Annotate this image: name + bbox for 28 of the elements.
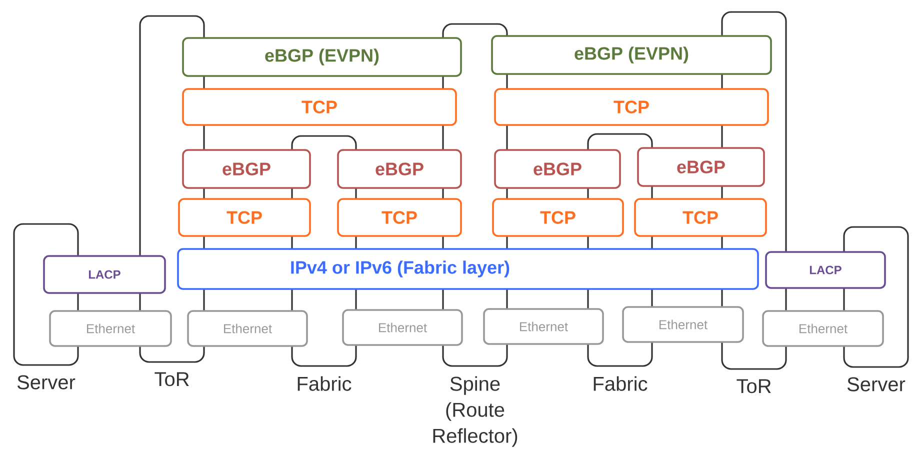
protocol-box: Ethernet <box>483 308 604 345</box>
protocol-box: TCP <box>178 198 311 237</box>
protocol-box: Ethernet <box>762 310 884 347</box>
device-label: Server <box>17 375 76 390</box>
protocol-box: TCP <box>182 88 457 126</box>
protocol-box: eBGP <box>182 149 311 189</box>
protocol-box: TCP <box>492 198 624 237</box>
device-label: Spine (Route Reflector) <box>433 376 518 447</box>
protocol-box: eBGP <box>337 149 462 189</box>
protocol-box: eBGP <box>494 149 621 189</box>
protocol-box: TCP <box>494 88 769 126</box>
device-label: ToR <box>736 379 771 394</box>
protocol-box: IPv4 or IPv6 (Fabric layer) <box>177 248 759 290</box>
protocol-box: TCP <box>337 198 462 237</box>
protocol-box: eBGP (EVPN) <box>182 37 462 77</box>
protocol-box: Ethernet <box>342 309 463 346</box>
device-label: Server <box>847 377 906 392</box>
protocol-box: TCP <box>634 198 767 237</box>
protocol-box: LACP <box>765 251 886 289</box>
protocol-box: eBGP <box>637 147 765 187</box>
device-label: Fabric <box>298 376 352 391</box>
device-label: Fabric <box>594 376 648 391</box>
device-label: ToR <box>154 372 189 386</box>
protocol-box: Ethernet <box>187 310 308 347</box>
protocol-box: LACP <box>43 255 166 294</box>
protocol-box: Ethernet <box>622 306 744 343</box>
protocol-box: eBGP (EVPN) <box>491 35 772 75</box>
protocol-box: Ethernet <box>49 310 172 347</box>
